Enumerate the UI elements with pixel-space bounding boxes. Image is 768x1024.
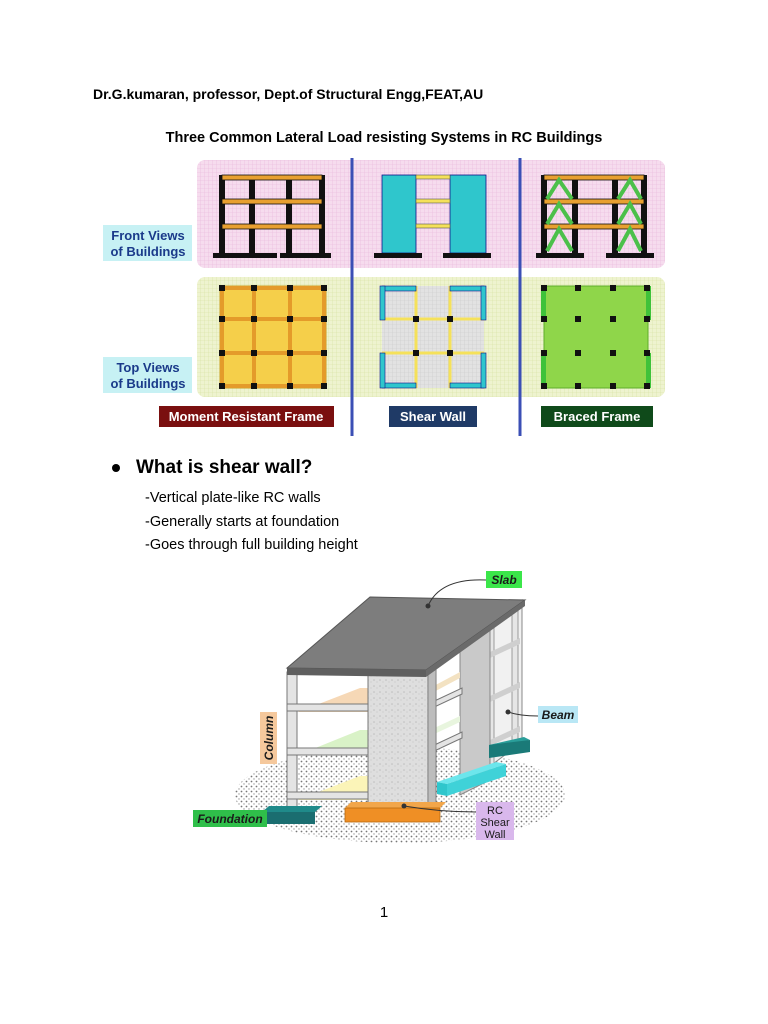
slab-label: Slab [425,571,522,609]
bullet-dot [112,464,120,472]
mrf-label: Moment Resistant Frame [169,409,324,424]
figure-title: Three Common Lateral Load resisting Syst… [165,130,603,146]
lateral-systems-figure: Front Views of Buildings Top Views of Bu… [103,158,665,436]
top-views-label: of Buildings [110,376,185,391]
shear-wall-building-figure: Slab Beam Column Foundation RC Shear Wal… [193,571,578,843]
foundation-block [262,806,322,812]
svg-text:Wall: Wall [485,829,506,841]
front-views-label: Front Views [111,228,184,243]
svg-text:Beam: Beam [542,708,575,722]
foundation-block [262,812,315,824]
author-line: Dr.G.kumaran, professor, Dept.of Structu… [93,86,484,102]
bullet-heading-row: What is shear wall? [112,457,312,479]
bullet-sub-list: -Vertical plate-like RC walls -Generally… [145,487,358,558]
front-views-label: of Buildings [110,244,185,259]
shear-wall-label-box [389,406,477,427]
shear-wall-front-view [374,174,491,258]
list-item: -Generally starts at foundation [145,513,340,530]
rc-shear-wall-label: RC Shear Wall [401,802,514,841]
top-views-label: Top Views [116,360,179,375]
svg-text:Column: Column [262,716,276,761]
list-item: -Vertical plate-like RC walls [145,490,321,506]
page-number: 1 [379,904,389,921]
mrf-label-box [159,406,334,427]
braced-frame-label: Braced Frame [554,409,641,424]
braced-frame-top-view [541,285,651,389]
shear-wall-label: Shear Wall [400,409,466,424]
mrf-top-view [219,285,327,389]
column-label: Column [260,712,277,764]
bullet-heading: What is shear wall? [136,457,313,478]
shear-wall-foundation [345,802,446,808]
braced-frame-front-view [536,174,654,258]
top-views-label-box [103,357,192,393]
beam-label: Beam [505,706,578,723]
svg-text:Shear: Shear [480,817,510,829]
mrf-front-view [213,174,331,258]
svg-text:Slab: Slab [491,573,516,587]
roof-slab [285,596,527,677]
shear-wall-top-view [379,285,487,389]
front-shear-wall [367,671,429,819]
svg-text:Foundation: Foundation [197,812,262,826]
front-views-label-box [103,225,192,261]
side-foundation [437,762,506,784]
front-view-panel [197,160,665,268]
list-item: -Goes through full building height [145,537,358,553]
shear-wall-foundation [344,807,441,823]
svg-text:RC: RC [487,805,503,817]
braced-frame-label-box [541,406,653,427]
foundation-label: Foundation [193,810,267,827]
